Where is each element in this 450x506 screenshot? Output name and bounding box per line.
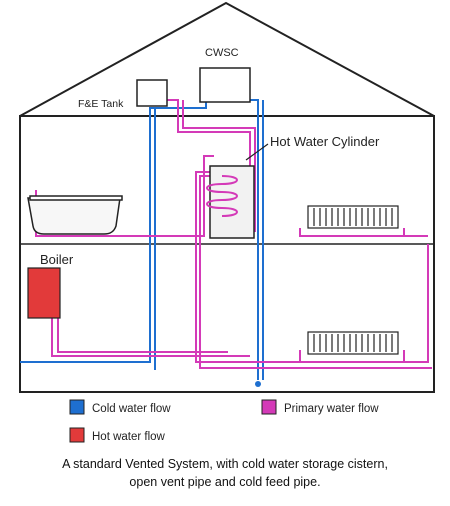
- legend-swatch-cold: [69, 399, 85, 415]
- legend-swatch-hot: [69, 427, 85, 443]
- legend-label-hot: Hot water flow: [92, 431, 166, 443]
- fe-tank-label: F&E Tank: [78, 98, 124, 110]
- bath: [27, 195, 123, 235]
- legend-label-cold: Cold water flow: [92, 403, 171, 415]
- radiator-upstairs: [307, 205, 399, 229]
- cylinder-label: Hot Water Cylinder: [270, 134, 380, 149]
- legend-swatch-primary: [261, 399, 277, 415]
- cold-feed-end: [255, 381, 261, 387]
- cwsc-tank: [199, 67, 251, 103]
- fe-tank: [136, 79, 168, 107]
- caption-line-1: A standard Vented System, with cold wate…: [62, 457, 388, 471]
- caption-line-2: open vent pipe and cold feed pipe.: [129, 475, 321, 489]
- legend-label-primary: Primary water flow: [284, 403, 379, 415]
- hot-water-cylinder: [206, 165, 255, 239]
- legend: Cold water flow Hot water flow Primary w…: [69, 399, 379, 443]
- cylinder-pointer: [245, 143, 269, 161]
- radiator-downstairs: [307, 331, 399, 355]
- boiler-label: Boiler: [40, 252, 74, 267]
- house-outline: [19, 1, 435, 393]
- cwsc-label: CWSC: [205, 47, 239, 59]
- caption: A standard Vented System, with cold wate…: [0, 455, 450, 491]
- cylinder-coil: [206, 175, 238, 217]
- boiler: [27, 267, 61, 319]
